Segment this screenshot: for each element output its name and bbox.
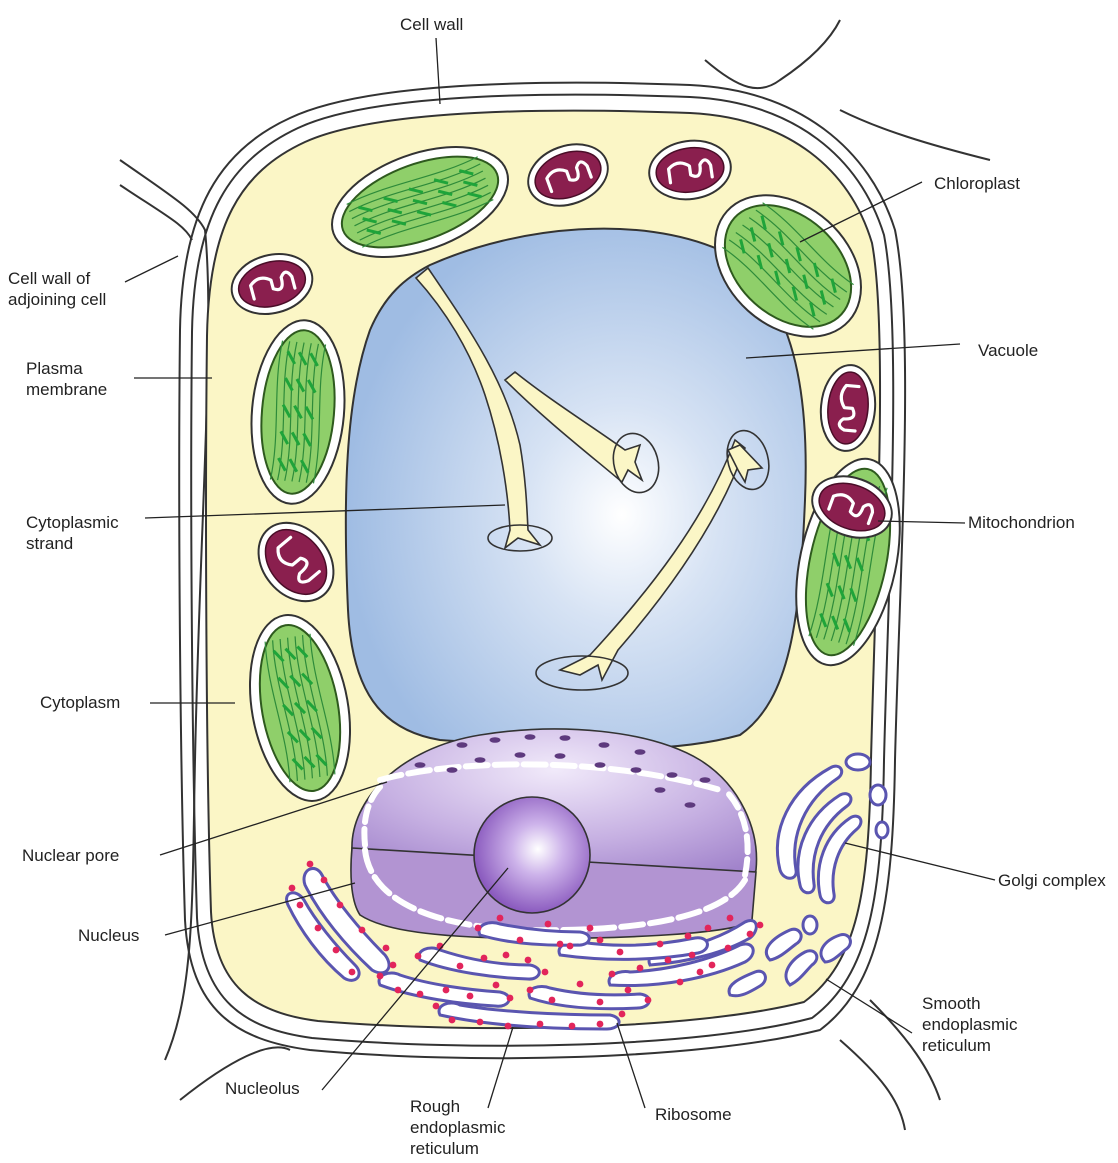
label-plasma-membrane: Plasma membrane <box>26 358 107 400</box>
ribosome <box>297 902 304 909</box>
label-nucleus: Nucleus <box>78 925 139 946</box>
ribosome <box>289 885 296 892</box>
ribosome <box>677 979 684 986</box>
ribosome <box>625 987 632 994</box>
nuclear-pore <box>595 762 606 768</box>
ribosome <box>415 953 422 960</box>
ribosome <box>637 965 644 972</box>
nuclear-pore <box>700 777 711 783</box>
ribosome <box>557 941 564 948</box>
label-cytoplasmic-strand: Cytoplasmic strand <box>26 512 119 554</box>
ribosome <box>497 915 504 922</box>
label-nucleolus: Nucleolus <box>225 1078 300 1099</box>
nuclear-pore <box>560 735 571 741</box>
ribosome <box>507 995 514 1002</box>
ribosome <box>307 861 314 868</box>
nuclear-pore <box>415 762 426 768</box>
nucleolus <box>474 797 590 913</box>
ribosome <box>477 1019 484 1026</box>
label-cell-wall: Cell wall <box>400 14 463 35</box>
nuclear-pore <box>655 787 666 793</box>
ribosome <box>443 987 450 994</box>
ribosome <box>525 957 532 964</box>
ribosome <box>727 915 734 922</box>
ribosome <box>567 943 574 950</box>
ribosome <box>747 931 754 938</box>
ribosome <box>569 1023 576 1030</box>
ribosome <box>705 925 712 932</box>
nuclear-pore <box>475 757 486 763</box>
ribosome <box>709 962 716 969</box>
ribosome <box>481 955 488 962</box>
ribosome <box>493 982 500 989</box>
ribosome <box>349 969 356 976</box>
ribosome <box>383 945 390 952</box>
ribosome <box>475 925 482 932</box>
ribosome <box>359 927 366 934</box>
ribosome <box>645 997 652 1004</box>
label-golgi-complex: Golgi complex <box>998 870 1106 891</box>
label-mitochondrion: Mitochondrion <box>968 512 1075 533</box>
ribosome <box>433 1003 440 1010</box>
nuclear-pore <box>685 802 696 808</box>
nuclear-pore <box>599 742 610 748</box>
ribosome <box>657 941 664 948</box>
ribosome <box>337 902 344 909</box>
ribosome <box>457 963 464 970</box>
nuclear-pore <box>457 742 468 748</box>
label-chloroplast: Chloroplast <box>934 173 1020 194</box>
ribosome <box>689 952 696 959</box>
ribosome <box>377 973 384 980</box>
ribosome <box>725 945 732 952</box>
ribosome <box>665 957 672 964</box>
ribosome <box>517 937 524 944</box>
label-vacuole: Vacuole <box>978 340 1038 361</box>
ribosome <box>609 971 616 978</box>
ribosome <box>527 987 534 994</box>
ribosome <box>597 999 604 1006</box>
label-cell-wall-adjoining: Cell wall of adjoining cell <box>8 268 106 310</box>
nuclear-pore <box>525 734 536 740</box>
nuclear-pore <box>515 752 526 758</box>
ribosome <box>542 969 549 976</box>
label-rough-er: Rough endoplasmic reticulum <box>410 1096 505 1159</box>
label-ribosome: Ribosome <box>655 1104 732 1125</box>
ribosome <box>417 991 424 998</box>
ribosome <box>619 1011 626 1018</box>
nuclear-pore <box>635 749 646 755</box>
ribosome <box>395 987 402 994</box>
ribosome <box>315 925 322 932</box>
nuclear-pore <box>555 753 566 759</box>
nuclear-pore <box>667 772 678 778</box>
nuclear-pore <box>490 737 501 743</box>
label-smooth-er: Smooth endoplasmic reticulum <box>922 993 1017 1056</box>
ribosome <box>321 877 328 884</box>
ribosome <box>545 921 552 928</box>
ribosome <box>617 949 624 956</box>
ribosome <box>697 969 704 976</box>
ribosome <box>597 937 604 944</box>
nucleus <box>351 729 757 938</box>
ribosome <box>587 925 594 932</box>
ribosome <box>503 952 510 959</box>
ribosome <box>390 962 397 969</box>
nuclear-pore <box>447 767 458 773</box>
ribosome <box>449 1017 456 1024</box>
nuclear-pore <box>631 767 642 773</box>
ribosome <box>467 993 474 1000</box>
ribosome <box>333 947 340 954</box>
ribosome <box>505 1023 512 1030</box>
label-nuclear-pore: Nuclear pore <box>22 845 119 866</box>
label-cytoplasm: Cytoplasm <box>40 692 120 713</box>
ribosome <box>685 933 692 940</box>
ribosome <box>537 1021 544 1028</box>
ribosome <box>549 997 556 1004</box>
ribosome <box>597 1021 604 1028</box>
ribosome <box>577 981 584 988</box>
ribosome <box>757 922 764 929</box>
